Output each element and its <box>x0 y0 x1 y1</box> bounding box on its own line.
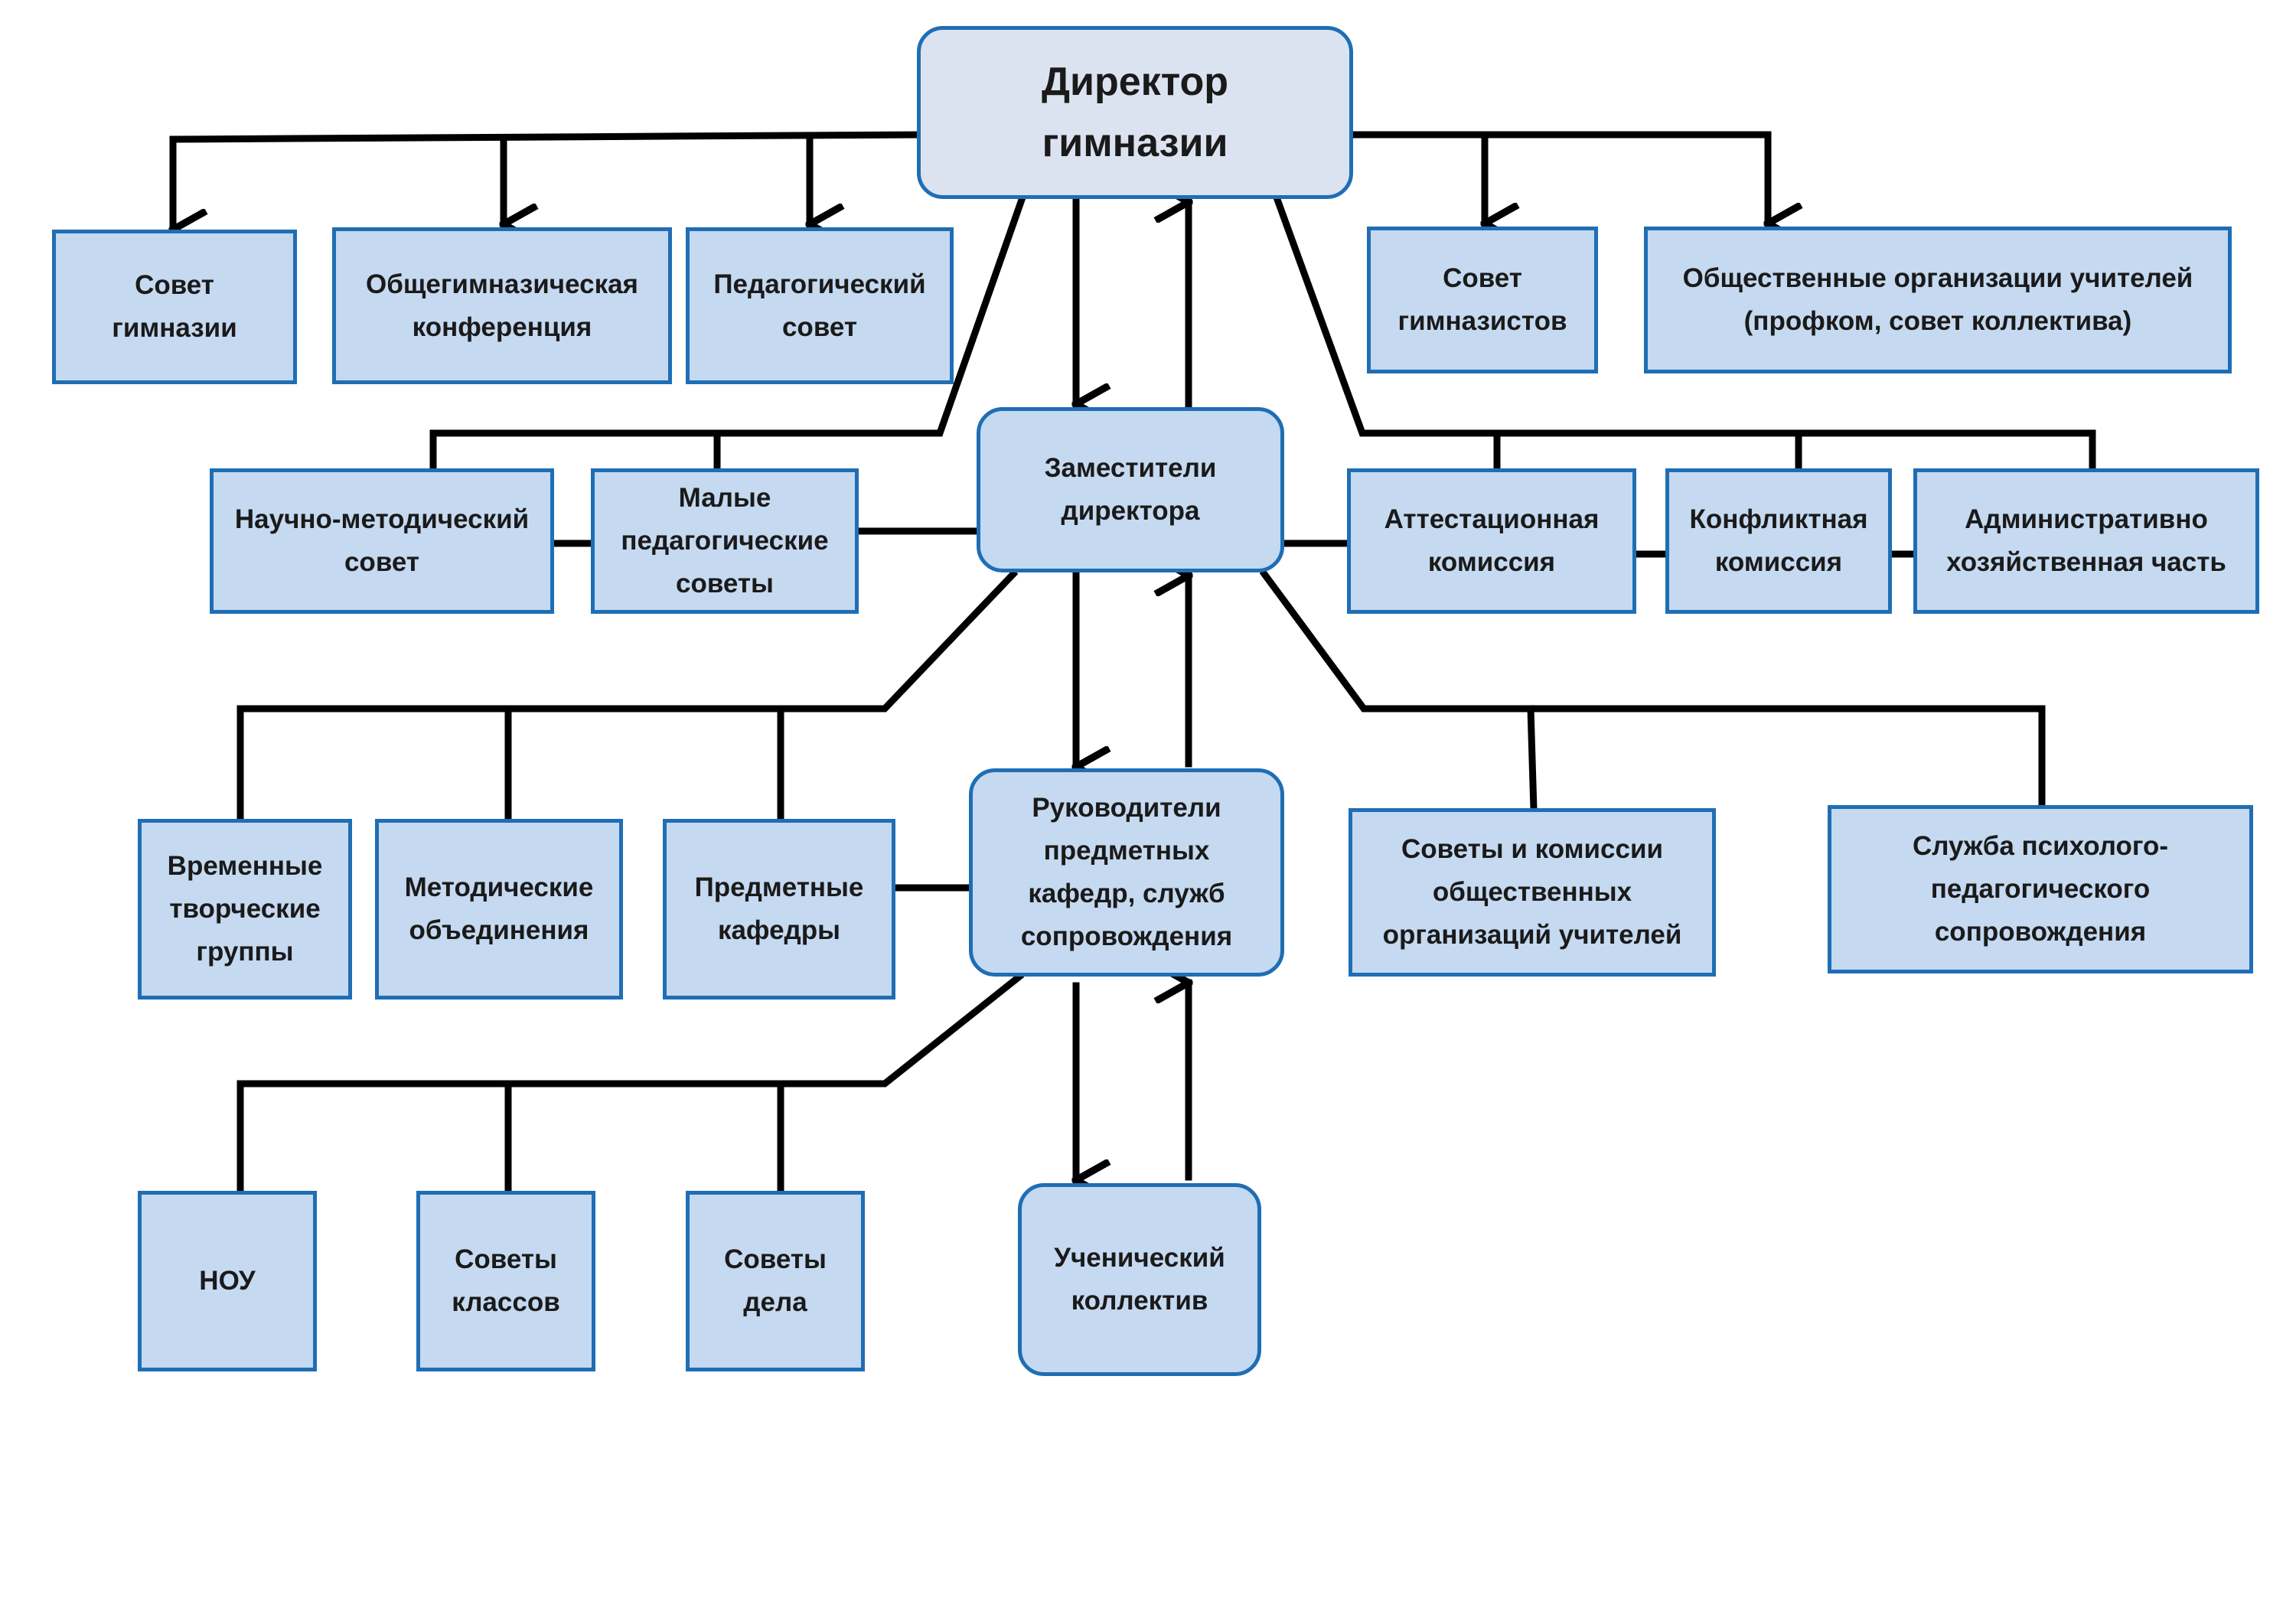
student-body-box: Ученический коллектив <box>1018 1183 1261 1376</box>
line-deputies-right-diagonal <box>1259 569 2046 810</box>
attestation-box: Аттестационная комиссия <box>1347 468 1636 614</box>
director-box: Директор гимназии <box>917 26 1353 199</box>
conflict-label: Конфликтная комиссия <box>1689 504 1868 577</box>
teacher-orgs-label: Общественные организации учителей (профк… <box>1682 263 2193 336</box>
heads-box: Руководители предметных кафедр, служб со… <box>969 768 1284 977</box>
conference-box: Общегимназическая конференция <box>332 227 672 384</box>
method-assoc-box: Методические объединения <box>375 819 623 1000</box>
psych-service-box: Служба психолого- педагогического сопров… <box>1828 805 2253 973</box>
councils-commissions-label: Советы и комиссии общественных организац… <box>1382 834 1682 950</box>
temp-groups-label: Временные творческие группы <box>167 851 323 967</box>
director-label: Директор гимназии <box>1041 60 1229 165</box>
student-council-label: Совет гимназистов <box>1397 263 1567 336</box>
class-councils-box: Советы классов <box>416 1191 595 1371</box>
admin-label: Административно хозяйственная часть <box>1946 504 2226 577</box>
subject-depts-label: Предметные кафедры <box>694 872 864 945</box>
teacher-orgs-box: Общественные организации учителей (профк… <box>1644 227 2232 373</box>
subject-depts-box: Предметные кафедры <box>663 819 895 1000</box>
sci-method-label: Научно-методический совет <box>234 504 530 577</box>
affair-councils-box: Советы дела <box>686 1191 865 1371</box>
nou-label: НОУ <box>199 1266 256 1296</box>
affair-councils-label: Советы дела <box>724 1244 827 1317</box>
ped-council-label: Педагогический совет <box>713 269 926 342</box>
line-director-right-diagonal <box>1272 193 2096 472</box>
attestation-label: Аттестационная комиссия <box>1384 504 1600 577</box>
conference-label: Общегимназическая конференция <box>366 269 638 342</box>
temp-groups-box: Временные творческие группы <box>138 819 352 1000</box>
ped-council-box: Педагогический совет <box>686 227 954 384</box>
line-to-councils-commissions <box>1527 705 1538 814</box>
student-council-box: Совет гимназистов <box>1367 227 1598 373</box>
student-body-label: Ученический коллектив <box>1054 1243 1225 1316</box>
line-director-left-diagonal <box>429 193 1027 472</box>
deputies-box: Заместители директора <box>977 407 1284 572</box>
deputies-label: Заместители директора <box>1044 453 1217 526</box>
conflict-box: Конфликтная комиссия <box>1665 468 1892 614</box>
small-ped-label: Малые педагогические советы <box>621 483 829 598</box>
heads-label: Руководители предметных кафедр, служб со… <box>1020 793 1233 951</box>
method-assoc-label: Методические объединения <box>404 872 594 945</box>
psych-service-label: Служба психолого- педагогического сопров… <box>1912 831 2169 947</box>
council-label: Совет гимназии <box>112 270 237 343</box>
sci-method-box: Научно-методический совет <box>210 468 554 614</box>
nou-box: НОУ <box>138 1191 317 1371</box>
small-ped-box: Малые педагогические советы <box>591 468 859 614</box>
admin-box: Административно хозяйственная часть <box>1913 468 2259 614</box>
line-director-left-bus <box>169 131 925 143</box>
line-deputies-left-diagonal <box>236 569 1019 824</box>
councils-commissions-box: Советы и комиссии общественных организац… <box>1349 808 1716 977</box>
class-councils-label: Советы классов <box>452 1244 560 1317</box>
council-box: Совет гимназии <box>52 230 297 384</box>
line-heads-left-diagonal <box>236 971 1025 1196</box>
